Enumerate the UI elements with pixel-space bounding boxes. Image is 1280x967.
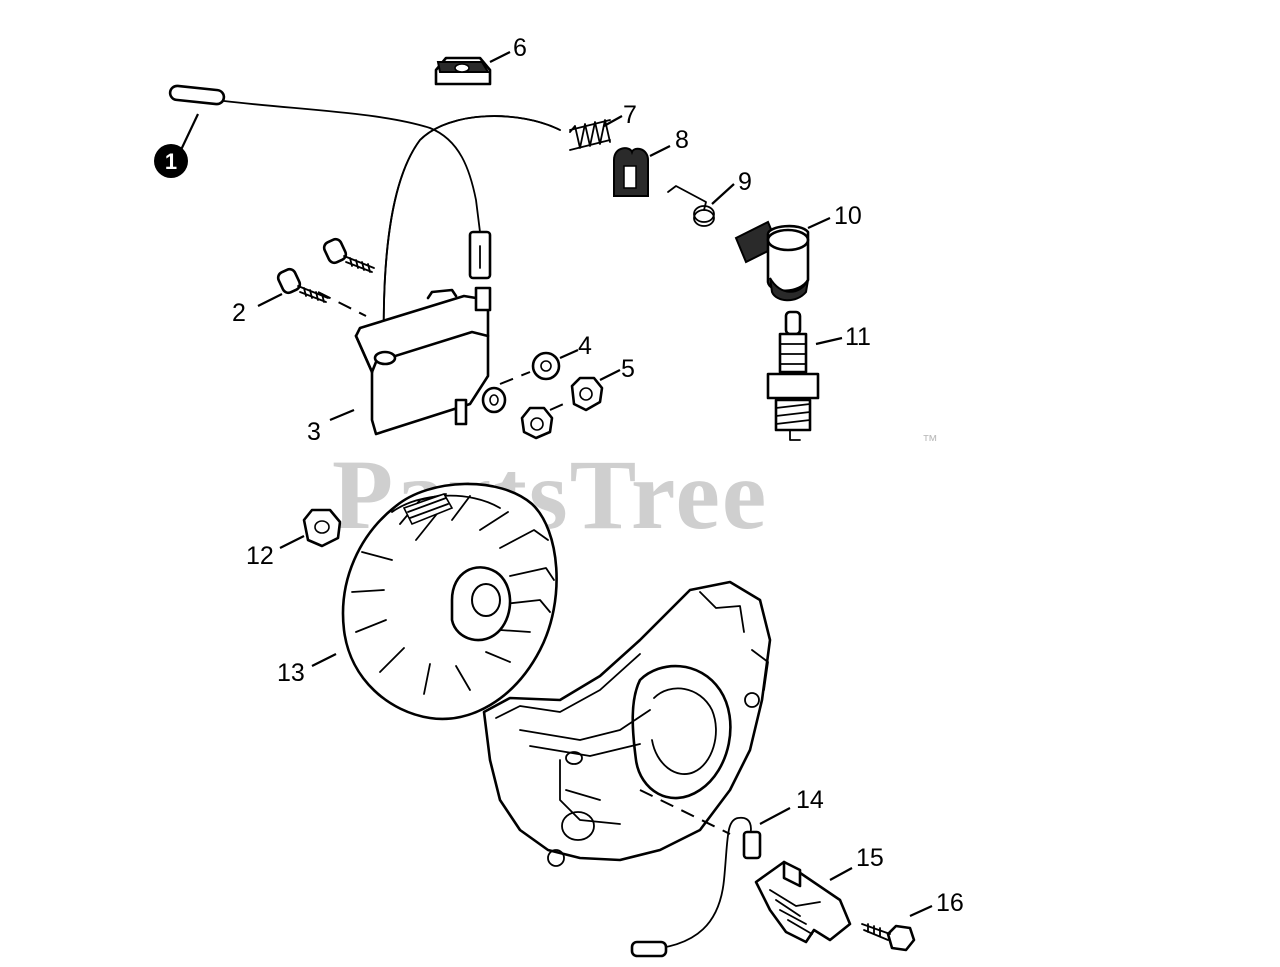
part-2-bolts: [276, 237, 375, 303]
part-15-bracket: [754, 860, 852, 944]
callout-10[interactable]: 10: [834, 202, 862, 230]
part-7-spring: [569, 119, 611, 151]
leader-lines: [179, 51, 933, 918]
callout-6[interactable]: 6: [513, 34, 527, 62]
callout-3[interactable]: 3: [307, 418, 321, 446]
part-11-spark-plug: [766, 310, 820, 441]
callout-15[interactable]: 15: [856, 844, 884, 872]
callout-5[interactable]: 5: [621, 355, 635, 383]
watermark-trademark: ™: [922, 433, 938, 450]
callout-16[interactable]: 16: [936, 889, 964, 917]
callout-13[interactable]: 13: [277, 659, 305, 687]
part-14-ground-wire: [630, 816, 762, 958]
part-16-screw: [861, 923, 916, 952]
part-5-nuts: [520, 376, 604, 440]
part-4-washers: [481, 351, 561, 414]
part-9-clip: [667, 185, 715, 227]
part-1-wire-terminal: [168, 84, 492, 280]
callout-1-badge[interactable]: 1: [154, 144, 188, 178]
part-3-ignition-coil: [354, 115, 561, 436]
callout-7[interactable]: 7: [623, 101, 637, 129]
callout-12[interactable]: 12: [246, 542, 274, 570]
alignment-lines: [317, 291, 731, 835]
part-8-seal: [613, 147, 649, 197]
crankcase: [482, 580, 772, 867]
callout-14[interactable]: 14: [796, 786, 824, 814]
callout-11[interactable]: 11: [845, 323, 871, 351]
callout-2[interactable]: 2: [232, 299, 246, 327]
part-6-grommet: [434, 56, 492, 86]
part-12-nut: [302, 508, 342, 548]
callout-8[interactable]: 8: [675, 126, 689, 154]
part-13-flywheel: [341, 482, 558, 721]
callout-9[interactable]: 9: [738, 168, 752, 196]
part-10-spark-cap: [734, 220, 810, 302]
callout-4[interactable]: 4: [578, 332, 592, 360]
callout-1-label: 1: [165, 149, 177, 174]
